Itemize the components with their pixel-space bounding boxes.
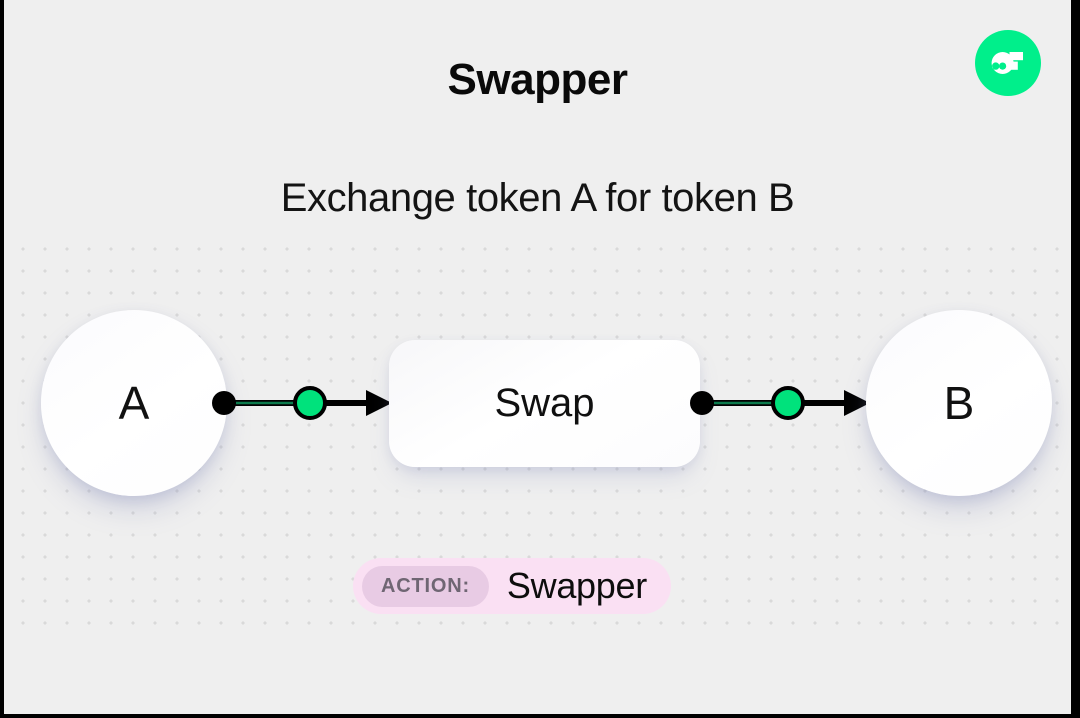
edge-swap-to-token-b <box>690 382 870 424</box>
node-swap-label: Swap <box>494 381 595 425</box>
page-subtitle: Exchange token A for token B <box>280 176 795 220</box>
node-swap[interactable]: Swap <box>389 340 700 467</box>
edge-source-dot <box>212 391 236 415</box>
edge-arrowhead <box>366 390 392 416</box>
action-badge: ACTION: Swapper <box>353 558 671 614</box>
action-key-label: ACTION: <box>362 565 489 607</box>
page-title: Swapper <box>447 55 628 104</box>
node-token-b[interactable]: B <box>866 310 1052 496</box>
node-token-a[interactable]: A <box>41 310 227 496</box>
edge-arrowhead <box>844 390 870 416</box>
diagram-canvas: Swapper Exchange token A for token B A <box>4 0 1071 714</box>
flow-logo-icon <box>975 30 1041 96</box>
edge-source-dot <box>690 391 714 415</box>
edge-accent-node <box>771 386 805 420</box>
edge-accent-node <box>293 386 327 420</box>
node-token-a-label: A <box>118 377 150 429</box>
node-token-b-label: B <box>943 377 975 429</box>
edge-token-a-to-swap <box>210 382 392 424</box>
action-value-label: Swapper <box>506 565 647 606</box>
